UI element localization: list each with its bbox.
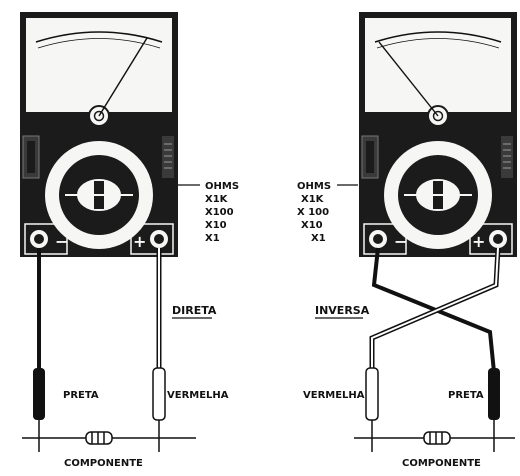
right-minus-jack-symbol: −	[394, 232, 407, 251]
right-mode-label: INVERSA	[315, 304, 370, 317]
left-red-probe-icon	[152, 367, 166, 421]
left-meter: − +	[19, 11, 179, 258]
left-mode-label: DIRETA	[172, 304, 217, 317]
right-black-probe-label: PRETA	[448, 390, 484, 401]
right-meter-needle	[378, 41, 439, 117]
left-black-probe-icon	[33, 368, 45, 420]
left-range-ohms: OHMS	[205, 181, 239, 192]
left-minus-jack-symbol: −	[55, 232, 68, 251]
left-red-probe-label: VERMELHA	[167, 390, 229, 401]
right-plus-jack-symbol: +	[472, 232, 485, 251]
right-range-x100: X 100	[297, 207, 329, 218]
left-meter-needle	[98, 37, 148, 117]
left-range-x100: X100	[205, 207, 234, 218]
left-range-x1: X1	[205, 233, 220, 244]
right-meter: − +	[358, 11, 518, 258]
right-red-lead-inner	[371, 247, 499, 372]
right-range-labels: OHMS X1K X 100 X10 X1	[297, 181, 331, 244]
right-meter-body-icon	[358, 11, 518, 258]
right-range-x1: X1	[311, 233, 326, 244]
right-red-probe-label: VERMELHA	[303, 390, 365, 401]
right-red-probe-icon	[365, 367, 379, 421]
right-range-x10: X10	[301, 220, 323, 231]
right-resistor-icon	[423, 431, 451, 445]
left-range-labels: OHMS X1K X100 X10 X1	[205, 181, 239, 244]
left-plus-jack-symbol: +	[133, 232, 146, 251]
right-range-x1k: X1K	[301, 194, 325, 205]
left-range-x10: X10	[205, 220, 227, 231]
left-black-probe-label: PRETA	[63, 390, 99, 401]
right-component-label: COMPONENTE	[402, 458, 481, 469]
right-range-ohms: OHMS	[297, 181, 331, 192]
right-black-lead	[371, 247, 496, 373]
left-meter-body-icon	[19, 11, 179, 258]
right-black-probe-icon	[488, 368, 500, 420]
left-component-label: COMPONENTE	[64, 458, 143, 469]
left-range-x1k: X1K	[205, 194, 229, 205]
left-resistor-icon	[85, 431, 113, 445]
